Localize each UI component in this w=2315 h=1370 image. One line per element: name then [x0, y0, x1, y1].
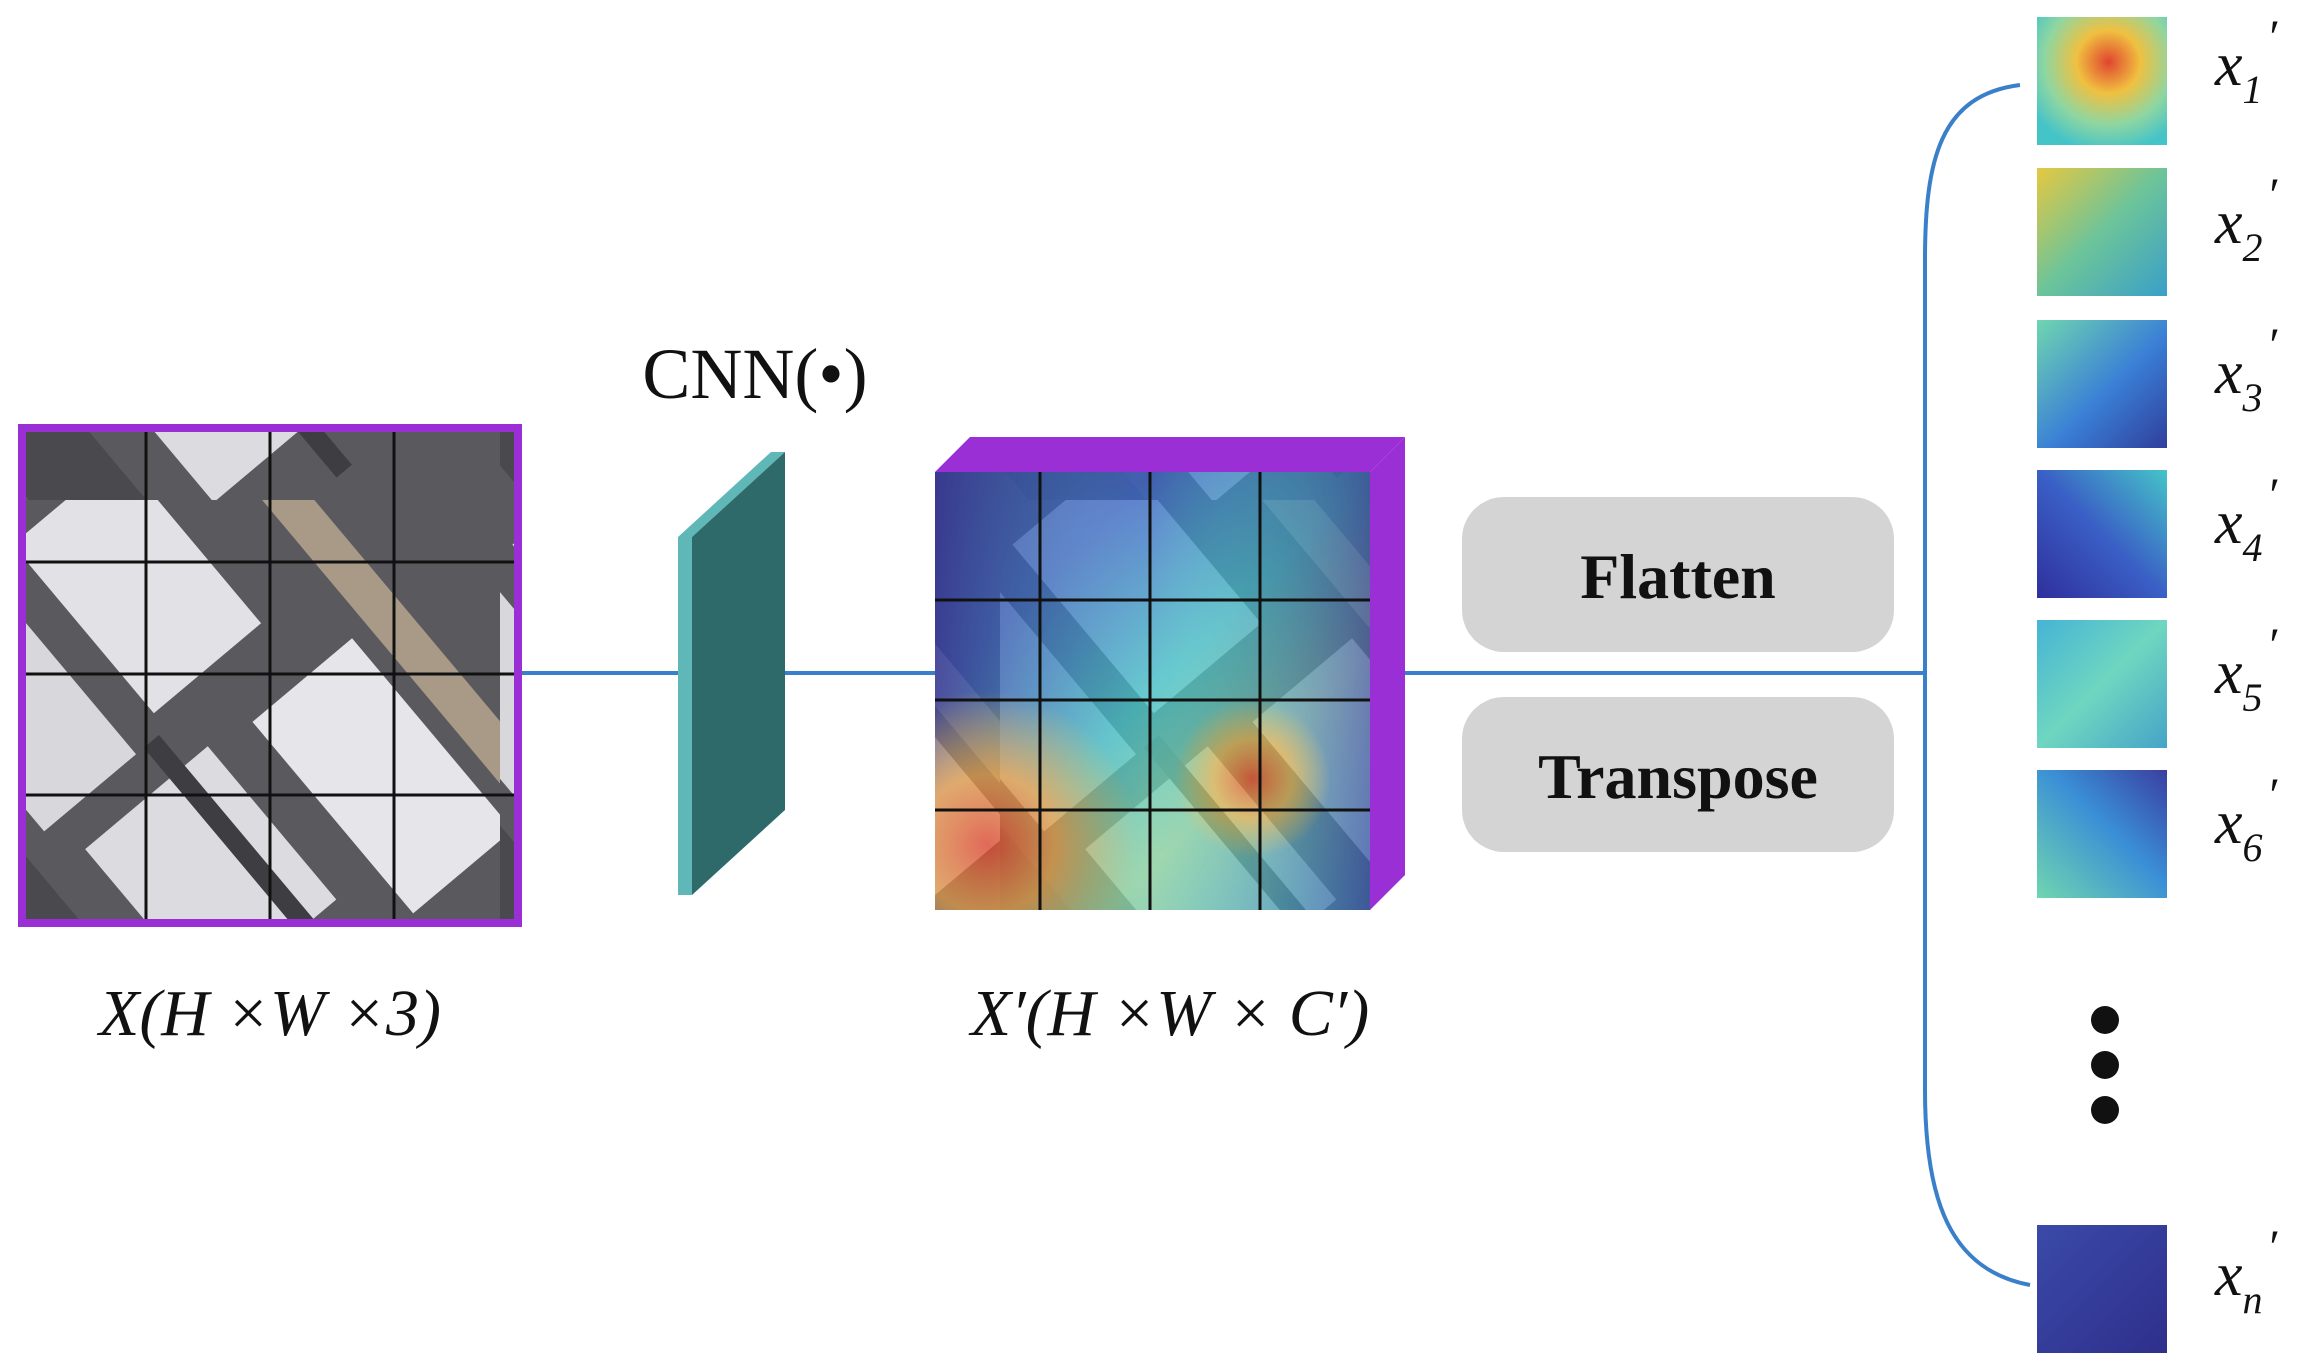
svg-text:x3′: x3′ [2214, 319, 2279, 420]
input-image-frame [18, 424, 522, 927]
input-caption-dims: (H ×W ×3) [139, 977, 441, 1050]
cnn-block-top [678, 452, 785, 537]
token-thumbnail [2037, 17, 2167, 145]
token-thumbnail [2037, 470, 2167, 598]
flatten-button[interactable]: Flatten [1462, 497, 1894, 652]
transpose-label: Transpose [1538, 741, 1818, 812]
token-list: x1′ x2′ x3′ x4′ x5′ x6′ xn′ [2037, 11, 2279, 1353]
connector-lines [520, 83, 2031, 1287]
svg-text:x4′: x4′ [2214, 469, 2279, 570]
feature-map-top-edge [935, 437, 1405, 472]
feature-caption: X′(H ×W × C′) [968, 977, 1369, 1050]
feature-caption-dims: (H ×W × C′) [1026, 977, 1370, 1050]
token-item: x3′ [2037, 319, 2279, 448]
svg-text:x1′: x1′ [2214, 11, 2279, 112]
cnn-block: CNN(•) [642, 334, 868, 895]
cnn-label: CNN(•) [642, 334, 867, 414]
svg-text:xn′: xn′ [2214, 1221, 2279, 1322]
feature-map-side-edge [1370, 437, 1405, 910]
token-item: x4′ [2037, 469, 2279, 598]
feature-map-heatmap [935, 472, 1370, 910]
token-thumbnail [2037, 320, 2167, 448]
token-thumbnail [2037, 1225, 2167, 1353]
token-thumbnail [2037, 620, 2167, 748]
flatten-label: Flatten [1580, 541, 1776, 612]
input-image-panel: X(H ×W ×3) [18, 424, 522, 1050]
bracket-curve [1923, 83, 2031, 1287]
svg-text:x5′: x5′ [2214, 619, 2279, 720]
token-item: x1′ [2037, 11, 2279, 145]
svg-text:x2′: x2′ [2214, 169, 2279, 270]
token-item: x5′ [2037, 619, 2279, 748]
feature-grid [935, 472, 1370, 910]
transpose-button[interactable]: Transpose [1462, 697, 1894, 852]
feature-map-panel: X′(H ×W × C′) [935, 437, 1405, 1050]
token-item: x2′ [2037, 168, 2279, 296]
cnn-block-side [692, 452, 785, 895]
token-item: xn′ [2037, 1221, 2279, 1353]
token-thumbnail [2037, 770, 2167, 898]
ellipsis-dots [2091, 1006, 2119, 1124]
input-caption: X(H ×W ×3) [96, 977, 441, 1050]
token-item: x6′ [2037, 769, 2279, 898]
input-grid [22, 428, 518, 923]
svg-text:x6′: x6′ [2214, 769, 2279, 870]
cnn-block-face [678, 537, 692, 895]
token-thumbnail [2037, 168, 2167, 296]
